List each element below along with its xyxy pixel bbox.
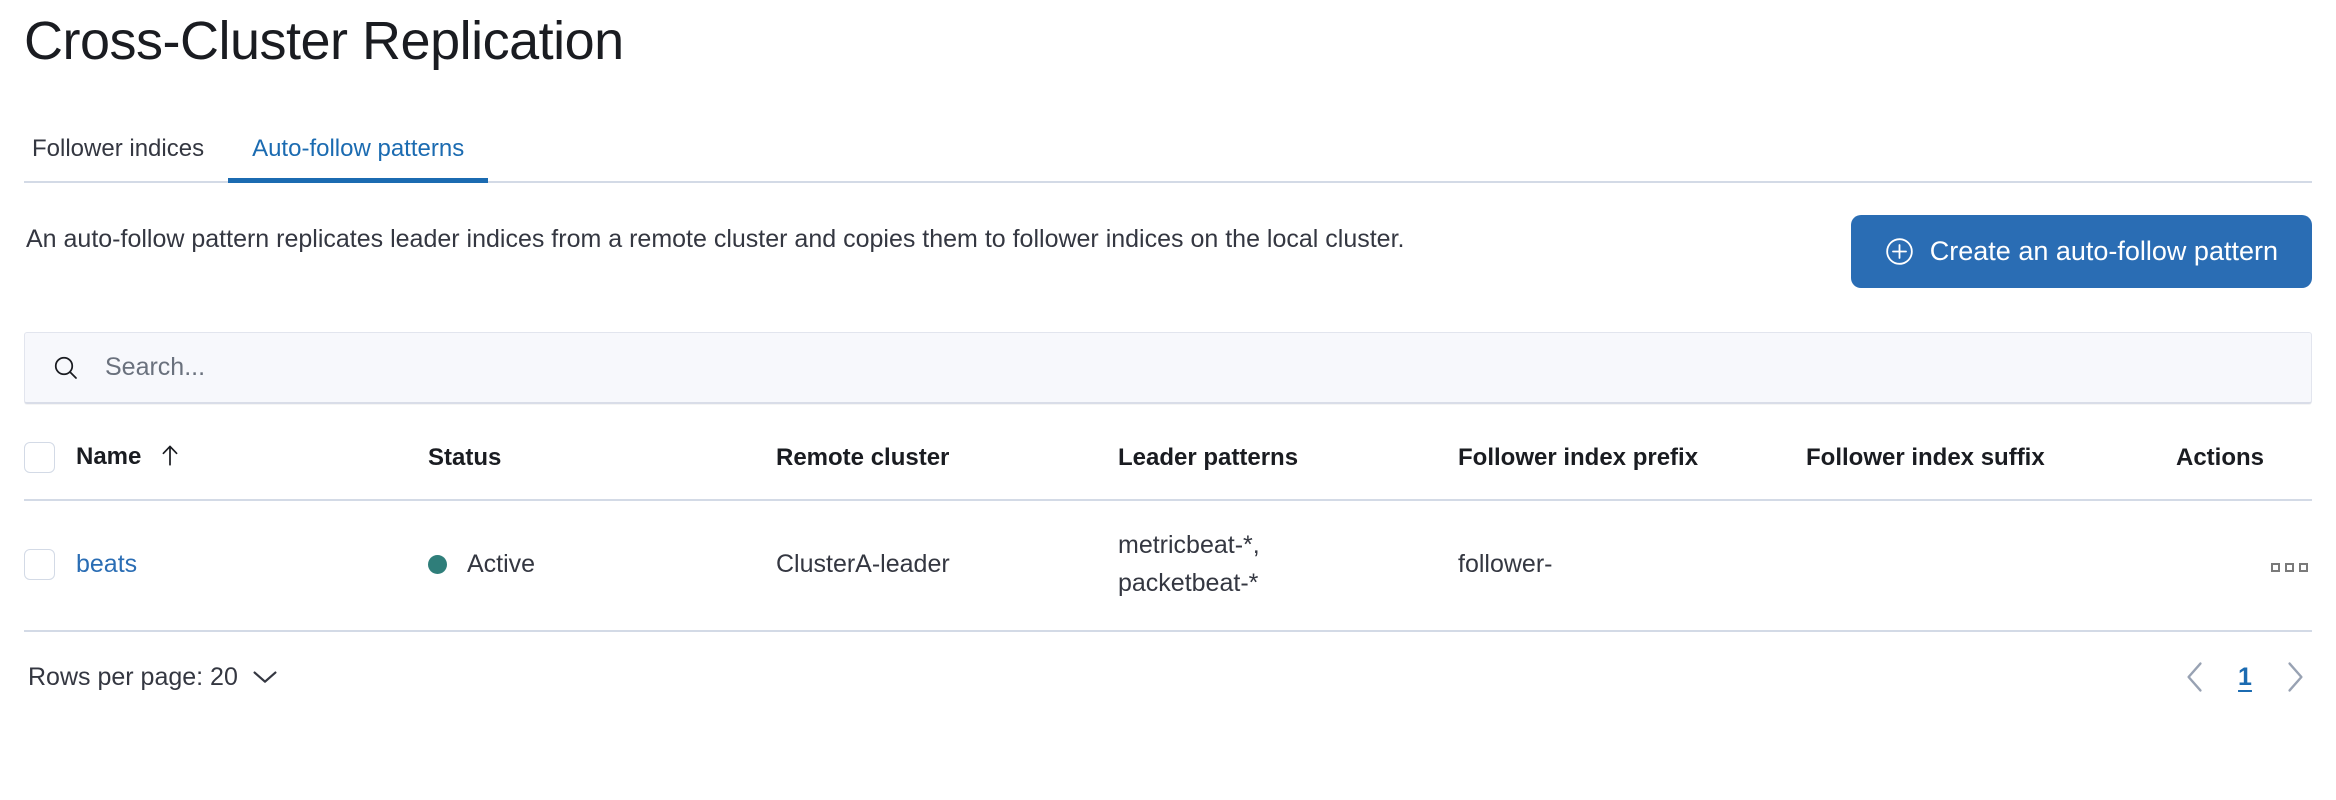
rows-per-page-label: Rows per page: 20 [28,662,238,691]
cell-status: Active [428,500,776,631]
column-header-follower-index-prefix[interactable]: Follower index prefix [1458,443,1699,471]
pattern-name-link[interactable]: beats [76,550,138,579]
search-bar[interactable] [24,332,2312,405]
arrow-up-icon [160,444,180,473]
status-dot-icon [428,555,447,575]
more-actions-dot [2285,563,2294,573]
column-header-name[interactable]: Name [76,442,428,500]
select-all-checkbox[interactable] [24,442,55,474]
select-all-header [24,442,76,500]
column-header-leader-patterns[interactable]: Leader patterns [1118,443,1299,471]
tab-bar: Follower indices Auto-follow patterns [24,117,2312,184]
more-actions-dot [2299,563,2308,573]
description-text: An auto-follow pattern replicates leader… [26,225,1405,254]
column-header-name-label: Name [76,442,142,470]
chevron-down-icon [252,663,278,692]
search-input[interactable] [103,333,2285,403]
column-header-actions: Actions [2176,443,2265,471]
column-header-remote-cluster[interactable]: Remote cluster [776,443,950,471]
cell-name: beats [76,500,428,631]
pagination-page-1[interactable]: 1 [2238,662,2252,691]
cell-leader-patterns: metricbeat-*, packetbeat-* [1118,500,1458,631]
column-header-status[interactable]: Status [428,443,502,471]
table-header: Name Status Remote cluster Leader patter… [24,442,2312,501]
tab-follower-indices[interactable]: Follower indices [24,137,228,183]
cell-follower-index-prefix: follower- [1458,550,1553,579]
search-icon [51,353,81,383]
more-actions-dot [2271,563,2280,573]
table-row: beats Active ClusterA-leader metricbeat-… [24,500,2312,632]
leader-pattern-line: metricbeat-*, [1118,531,1260,560]
leader-pattern-line: packetbeat-* [1118,568,1259,597]
column-header-follower-index-suffix[interactable]: Follower index suffix [1806,443,2045,471]
more-actions-icon[interactable] [2267,559,2312,576]
table-body: beats Active ClusterA-leader metricbeat-… [24,500,2312,632]
rows-per-page-selector[interactable]: Rows per page: 20 [28,663,278,692]
create-auto-follow-pattern-button[interactable]: Create an auto-follow pattern [1850,215,2312,289]
pagination: 1 [2182,660,2308,694]
cell-remote-cluster: ClusterA-leader [776,550,950,579]
auto-follow-patterns-table: Name Status Remote cluster Leader patter… [24,442,2312,632]
table-header-row: Name Status Remote cluster Leader patter… [24,442,2312,501]
status-badge: Active [467,550,536,579]
page-title: Cross-Cluster Replication [24,11,624,71]
description-row: An auto-follow pattern replicates leader… [24,215,2312,289]
chevron-right-icon[interactable] [2282,660,2308,694]
chevron-left-icon[interactable] [2182,660,2208,694]
create-button-label: Create an auto-follow pattern [1929,236,2278,267]
tab-auto-follow-patterns[interactable]: Auto-follow patterns [228,137,489,184]
cell-actions [2176,500,2312,631]
plus-in-circle-icon [1885,237,1914,266]
row-select-cell [24,500,76,631]
row-checkbox[interactable] [24,549,55,581]
cell-follower-index-suffix [1806,500,2176,631]
table-footer: Rows per page: 20 1 [24,660,2312,694]
